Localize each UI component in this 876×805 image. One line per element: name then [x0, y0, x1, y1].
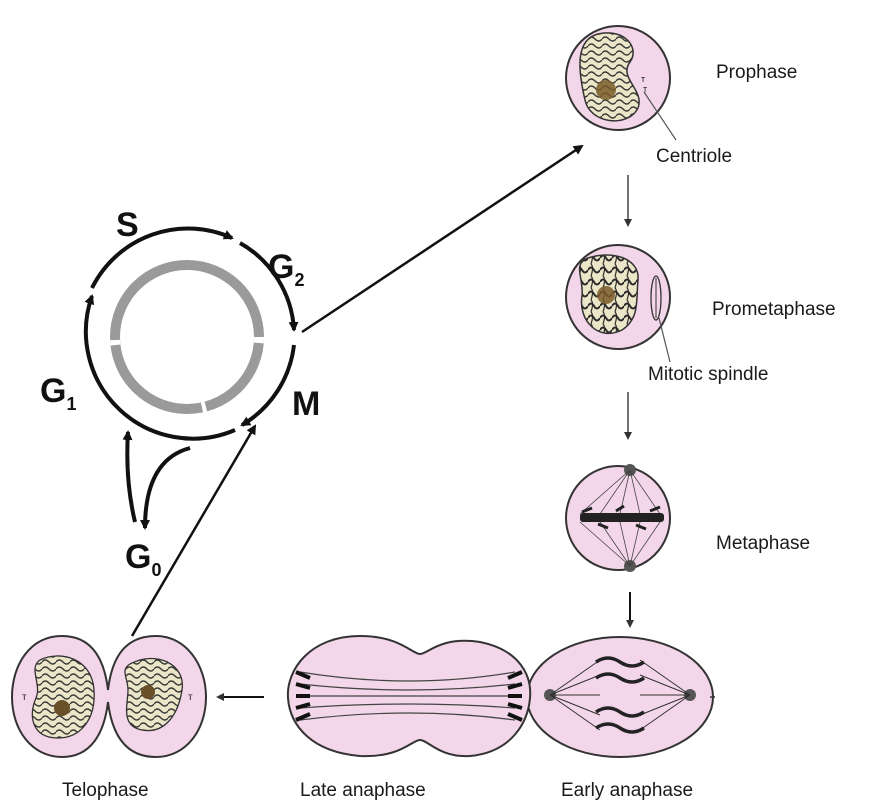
prophase-cell: ᴛ ᴛ [566, 26, 676, 140]
telophase-cell: ᴛ ᴛ [12, 636, 206, 757]
prometaphase-cell [566, 245, 670, 362]
svg-text:ᴛ: ᴛ [641, 74, 645, 84]
svg-text:ᴛ: ᴛ [188, 692, 193, 703]
label-s-phase: S [116, 206, 139, 244]
svg-text:ᴛ: ᴛ [22, 692, 27, 703]
label-g1-phase: G1 [40, 372, 76, 414]
label-prometaphase: Prometaphase [712, 299, 836, 320]
g0-loop [127, 432, 190, 528]
early-anaphase-cell [527, 637, 715, 757]
label-telophase: Telophase [62, 780, 149, 801]
arrow-telophase-to-g1 [132, 426, 255, 636]
metaphase-cell [566, 464, 670, 572]
label-late-anaphase: Late anaphase [300, 780, 426, 801]
label-g0-phase: G0 [125, 538, 161, 580]
label-g2-phase: G2 [268, 248, 304, 290]
late-anaphase-cell [288, 636, 530, 756]
label-early-anaphase: Early anaphase [561, 780, 693, 801]
label-metaphase: Metaphase [716, 533, 810, 554]
label-mitotic-spindle: Mitotic spindle [648, 364, 768, 385]
arrow-m-to-prophase [302, 146, 582, 332]
label-centriole: Centriole [656, 146, 732, 167]
label-m-phase: M [292, 385, 320, 423]
cell-cycle-ring [86, 228, 294, 438]
label-prophase: Prophase [716, 62, 797, 83]
